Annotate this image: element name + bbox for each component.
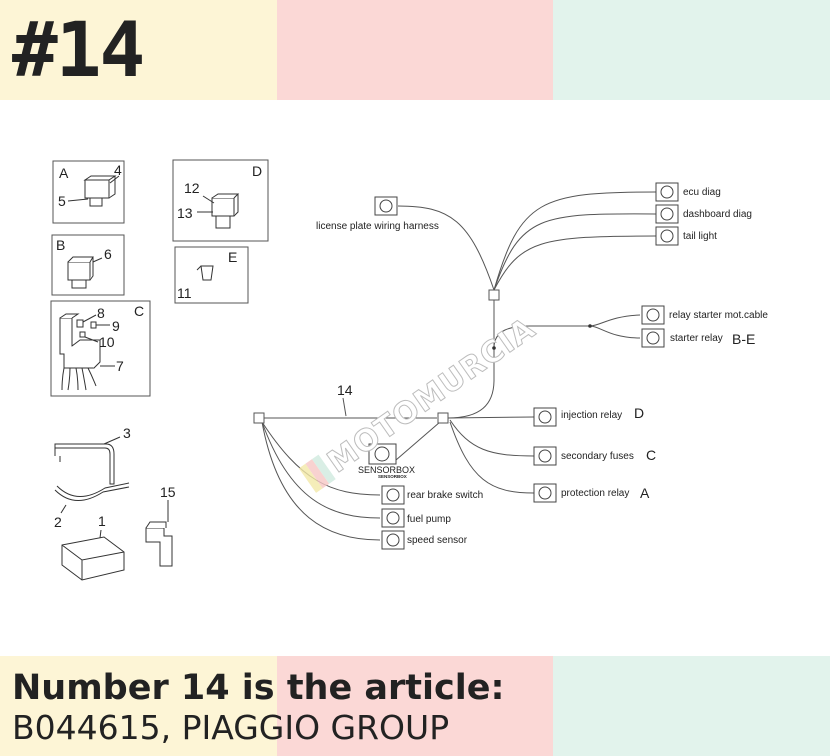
relay-cable-connector-icon <box>641 305 665 325</box>
speed-sensor-label: speed sensor <box>407 535 468 546</box>
rear-brake-label: rear brake switch <box>407 490 483 501</box>
part-4-label: 4 <box>114 162 122 178</box>
part-sketches <box>54 175 240 581</box>
starter-relay-connector-icon <box>641 328 665 348</box>
fuses-connector-icon <box>533 446 557 466</box>
ecu-label: ecu diag <box>683 187 721 198</box>
speed-sensor-connector-icon <box>381 530 405 550</box>
banner-pink-segment <box>277 0 553 100</box>
part-10-label: 10 <box>99 334 115 350</box>
part-12-label: 12 <box>184 180 200 196</box>
fuse-e-icon <box>196 265 214 281</box>
banner-green-segment <box>553 656 830 756</box>
bottom-banner <box>0 656 830 756</box>
splice-dot-1 <box>588 324 592 328</box>
banner-green-segment <box>553 0 830 100</box>
part-15-label: 15 <box>160 484 176 500</box>
wiring-diagram: A 4 5 B 6 C 8 9 10 7 D 12 13 E 11 3 2 1 … <box>50 159 768 581</box>
part-6-label: 6 <box>104 246 112 262</box>
fuel-pump-connector-icon <box>381 508 405 528</box>
junction-mid <box>437 412 449 424</box>
part-11-label: 11 <box>177 285 192 301</box>
part-2-label: 2 <box>54 514 62 530</box>
part-box-b <box>51 234 125 296</box>
part-2-icon <box>54 482 130 514</box>
part-5-label: 5 <box>58 193 66 209</box>
injection-label: injection relay <box>561 410 622 421</box>
part-13-label: 13 <box>177 205 193 221</box>
part-box-c <box>50 300 151 397</box>
junction-left <box>253 412 265 424</box>
relay-cable-label: relay starter mot.cable <box>669 310 768 321</box>
rear-brake-connector-icon <box>381 485 405 505</box>
part-box-d <box>172 159 269 242</box>
battery-icon <box>61 529 125 581</box>
part-1-label: 1 <box>98 513 106 529</box>
part-7-label: 7 <box>116 358 124 374</box>
part-box-e <box>174 246 249 304</box>
junction-boxes <box>253 289 500 424</box>
fuses-ref: C <box>646 447 656 463</box>
connector-symbols <box>368 182 679 550</box>
injection-connector-icon <box>533 407 557 427</box>
box-e-letter: E <box>228 249 237 265</box>
part-box-a <box>52 160 125 224</box>
watermark: MOTOMURCIA <box>298 310 543 493</box>
top-banner <box>0 0 830 100</box>
part-number-title: #14 <box>12 5 145 94</box>
box-c-letter: C <box>134 303 144 319</box>
protection-label: protection relay <box>561 488 629 499</box>
relay-a-icon <box>67 175 120 207</box>
connector-labels: license plate wiring harness ecu diag da… <box>316 187 768 546</box>
banner-yellow-segment <box>0 656 277 756</box>
tail-label: tail light <box>683 231 717 242</box>
protection-connector-icon <box>533 483 557 503</box>
caption-article: B044615, PIAGGIO GROUP <box>12 708 450 747</box>
fuel-pump-label: fuel pump <box>407 514 451 525</box>
wiring-lines <box>261 191 657 541</box>
splice-dot-2 <box>492 346 496 350</box>
harness-14-label: 14 <box>337 382 353 398</box>
injection-ref: D <box>634 405 644 421</box>
part-labels: A 4 5 B 6 C 8 9 10 7 D 12 13 E 11 3 2 1 … <box>54 162 353 530</box>
tail-connector-icon <box>655 226 679 246</box>
part-15-icon <box>145 500 173 567</box>
part-3-label: 3 <box>123 425 131 441</box>
box-d-letter: D <box>252 163 262 179</box>
part-9-label: 9 <box>112 318 120 334</box>
ecu-connector-icon <box>655 182 679 202</box>
dashboard-label: dashboard diag <box>683 209 752 220</box>
sensorbox-label: SENSORBOX <box>358 465 415 475</box>
protection-ref: A <box>640 485 650 501</box>
relay-b-icon <box>67 256 103 289</box>
sensorbox-icon <box>368 443 397 465</box>
reference-letters: B-E D C A <box>634 331 755 501</box>
box-a-letter: A <box>59 165 69 181</box>
part-3-icon <box>54 436 121 485</box>
starter-relay-label: starter relay <box>670 333 723 344</box>
sensorbox-small-label: SENSORBOX <box>378 474 407 479</box>
caption-heading: Number 14 is the article: <box>12 668 505 708</box>
part-8-label: 8 <box>97 305 105 321</box>
banner-pink-segment <box>277 656 553 756</box>
license-label: license plate wiring harness <box>316 221 439 232</box>
starter-relay-ref: B-E <box>732 331 755 347</box>
junction-top <box>488 289 500 301</box>
license-connector-icon <box>374 196 398 216</box>
relay-d-icon <box>197 193 240 229</box>
dashboard-connector-icon <box>655 204 679 224</box>
fusebox-c-icon <box>59 313 115 391</box>
banner-yellow-segment <box>0 0 277 100</box>
box-b-letter: B <box>56 237 65 253</box>
fuses-label: secondary fuses <box>561 451 634 462</box>
